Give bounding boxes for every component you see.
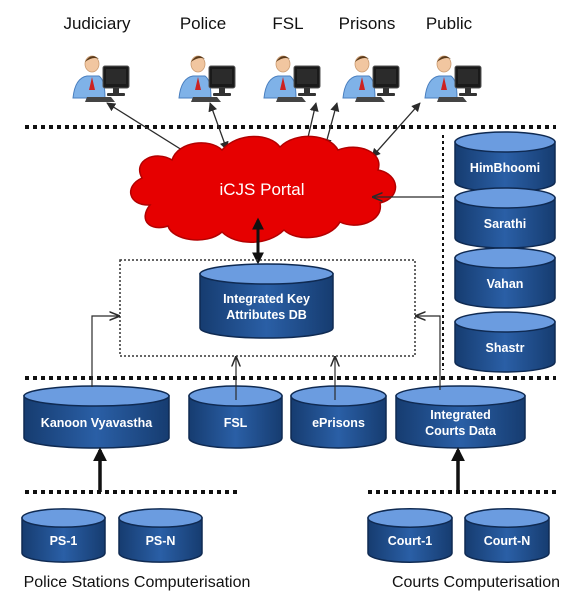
arrow-police-portal	[208, 102, 229, 151]
court-db-1: Court-N	[464, 508, 550, 563]
db-label: Shastr	[486, 341, 525, 355]
cylinder-top	[454, 311, 556, 333]
cylinder-top	[118, 508, 203, 528]
db-label: Vahan	[487, 277, 524, 291]
db-label: Court-N	[484, 534, 531, 548]
db-label: ePrisons	[312, 416, 365, 430]
db-label: Court-1	[388, 534, 432, 548]
caption-police-computerisation: Police Stations Computerisation	[24, 574, 251, 591]
user-label-prisons: Prisons	[339, 14, 396, 33]
external-db-vahan: Vahan	[454, 247, 556, 309]
user-label-fsl: FSL	[272, 14, 303, 33]
external-db-himbhoomi: HimBhoomi	[454, 131, 556, 193]
middle-db-2: ePrisons	[290, 385, 387, 449]
user-label-police: Police	[180, 14, 226, 33]
cylinder-top	[454, 131, 556, 153]
bold-upward-arrows	[93, 447, 465, 492]
user-computer-icon	[263, 55, 321, 102]
cylinder-body	[454, 257, 556, 309]
cylinder-top	[395, 385, 526, 407]
user-computer-icon	[72, 55, 130, 102]
db-label-line1: Integrated	[430, 408, 490, 422]
cylinder-top	[454, 187, 556, 209]
external-db-sarathi: Sarathi	[454, 187, 556, 249]
user-icons	[72, 55, 482, 102]
cylinder-body	[290, 395, 387, 449]
db-label: Sarathi	[484, 217, 526, 231]
arrow-judiciary-portal	[106, 102, 191, 156]
cylinder-body	[464, 517, 550, 563]
police-station-db-1: PS-N	[118, 508, 203, 563]
db-label: Kanoon Vyavastha	[41, 416, 153, 430]
portal-label: iCJS Portal	[219, 180, 304, 199]
db-label: FSL	[224, 416, 248, 430]
cylinder-top	[454, 247, 556, 269]
cylinder-top	[464, 508, 550, 528]
cylinder-top	[21, 508, 106, 528]
cylinder-body	[199, 273, 334, 339]
user-portal-arrows	[106, 102, 421, 158]
cylinder-top	[367, 508, 453, 528]
external-db-shastr: Shastr	[454, 311, 556, 373]
db-label-line2: Courts Data	[425, 424, 497, 438]
cylinder-body	[188, 395, 283, 449]
cylinder-body	[454, 321, 556, 373]
cylinder-body	[21, 517, 106, 563]
arrow-kanoon-to-keydb	[91, 316, 119, 387]
user-label-judiciary: Judiciary	[63, 14, 131, 33]
user-computer-icon	[178, 55, 236, 102]
arrow-courts-to-keydb	[416, 316, 441, 390]
cylinder-top	[290, 385, 387, 407]
data-flow-arrows	[91, 197, 443, 400]
police-station-db-0: PS-1	[21, 508, 106, 563]
arrow-public-portal	[371, 102, 421, 158]
cylinder-top	[199, 263, 334, 285]
user-computer-icon	[424, 55, 482, 102]
cylinder-body	[118, 517, 203, 563]
cylinder-body	[367, 517, 453, 563]
user-computer-icon	[342, 55, 400, 102]
court-db-0: Court-1	[367, 508, 453, 563]
db-label-line2: Attributes DB	[226, 308, 307, 322]
db-label-line1: Integrated Key	[223, 292, 310, 306]
key-db-boundary	[119, 259, 416, 357]
db-label: PS-1	[50, 534, 78, 548]
user-label-public: Public	[426, 14, 473, 33]
db-label: HimBhoomi	[470, 161, 540, 175]
icjs-portal: iCJS Portal	[130, 135, 397, 243]
db-label: PS-N	[146, 534, 176, 548]
user-labels: Judiciary Police FSL Prisons Public	[63, 14, 472, 33]
caption-courts-computerisation: Courts Computerisation	[392, 574, 560, 591]
middle-db-0: Kanoon Vyavastha	[23, 385, 170, 449]
cloud-icon	[130, 135, 397, 243]
cylinder-top	[23, 385, 170, 407]
